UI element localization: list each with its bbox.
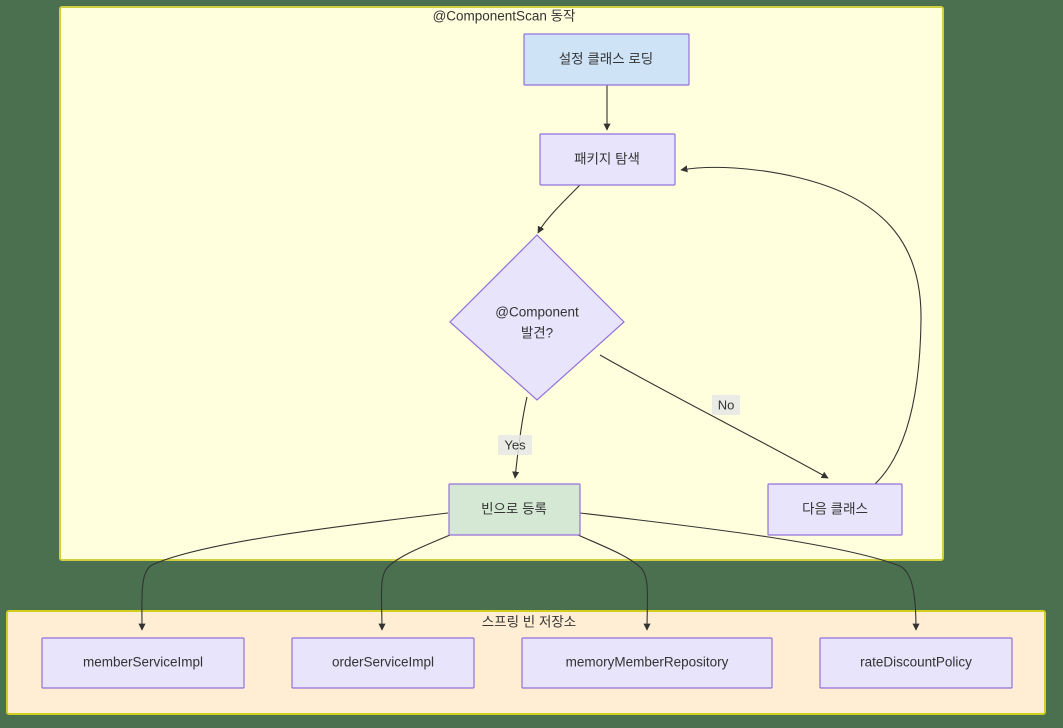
edge-register-to-bean-4 (579, 512, 920, 631)
node-bean-order-service-impl-label: orderServiceImpl (332, 655, 434, 670)
node-bean-member-service-impl[interactable]: memberServiceImpl (41, 637, 245, 689)
edge-label-no-text: No (718, 397, 735, 412)
node-package-scan[interactable]: 패키지 탐색 (539, 133, 676, 186)
node-bean-order-service-impl-rect[interactable] (291, 637, 475, 689)
edge-next-to-scan-loop (680, 165, 922, 485)
node-config-load-label: 설정 클래스 로딩 (559, 52, 653, 67)
edge-label-yes-text: Yes (504, 437, 526, 452)
node-bean-rate-discount-policy-rect[interactable] (819, 637, 1013, 689)
node-config-load-rect[interactable] (523, 33, 690, 86)
node-bean-member-service-impl-rect[interactable] (41, 637, 245, 689)
edge-label-no: No (712, 395, 740, 415)
node-register-bean-label: 빈으로 등록 (481, 502, 547, 517)
node-package-scan-rect[interactable] (539, 133, 676, 186)
node-bean-member-service-impl-label: memberServiceImpl (83, 655, 203, 670)
edge-register-to-bean-2 (378, 534, 451, 631)
edge-scan-to-decision (537, 184, 581, 234)
node-decision-component-found[interactable]: @Component 발견? (449, 234, 625, 401)
edge-decision-no-to-next (599, 354, 829, 479)
node-config-load[interactable]: 설정 클래스 로딩 (523, 33, 690, 86)
edge-register-to-bean-3 (577, 534, 651, 631)
node-bean-memory-member-repository[interactable]: memoryMemberRepository (521, 637, 773, 689)
node-package-scan-label: 패키지 탐색 (574, 152, 640, 167)
node-bean-rate-discount-policy-label: rateDiscountPolicy (860, 655, 972, 670)
node-decision-component-found-label-line2: 발견? (521, 326, 553, 341)
node-next-class[interactable]: 다음 클래스 (767, 483, 903, 536)
edge-register-to-bean-1 (138, 512, 449, 631)
node-next-class-label: 다음 클래스 (802, 502, 868, 517)
node-register-bean-rect[interactable] (448, 483, 581, 536)
node-bean-memory-member-repository-rect[interactable] (521, 637, 773, 689)
node-bean-order-service-impl[interactable]: orderServiceImpl (291, 637, 475, 689)
subgraph-componentscan-label: @ComponentScan 동작 (433, 9, 576, 24)
node-register-bean[interactable]: 빈으로 등록 (448, 483, 581, 536)
subgraph-bean-store-label: 스프링 빈 저장소 (482, 615, 576, 630)
node-bean-memory-member-repository-label: memoryMemberRepository (566, 655, 729, 670)
node-decision-component-found-label-line1: @Component (495, 305, 579, 320)
edge-label-no-bg (712, 395, 740, 415)
node-decision-component-found-shape[interactable] (449, 234, 625, 401)
edge-label-yes: Yes (498, 435, 532, 455)
edge-label-yes-bg (498, 435, 532, 455)
edge-decision-yes-to-register (512, 396, 528, 479)
node-next-class-rect[interactable] (767, 483, 903, 536)
node-bean-rate-discount-policy[interactable]: rateDiscountPolicy (819, 637, 1013, 689)
